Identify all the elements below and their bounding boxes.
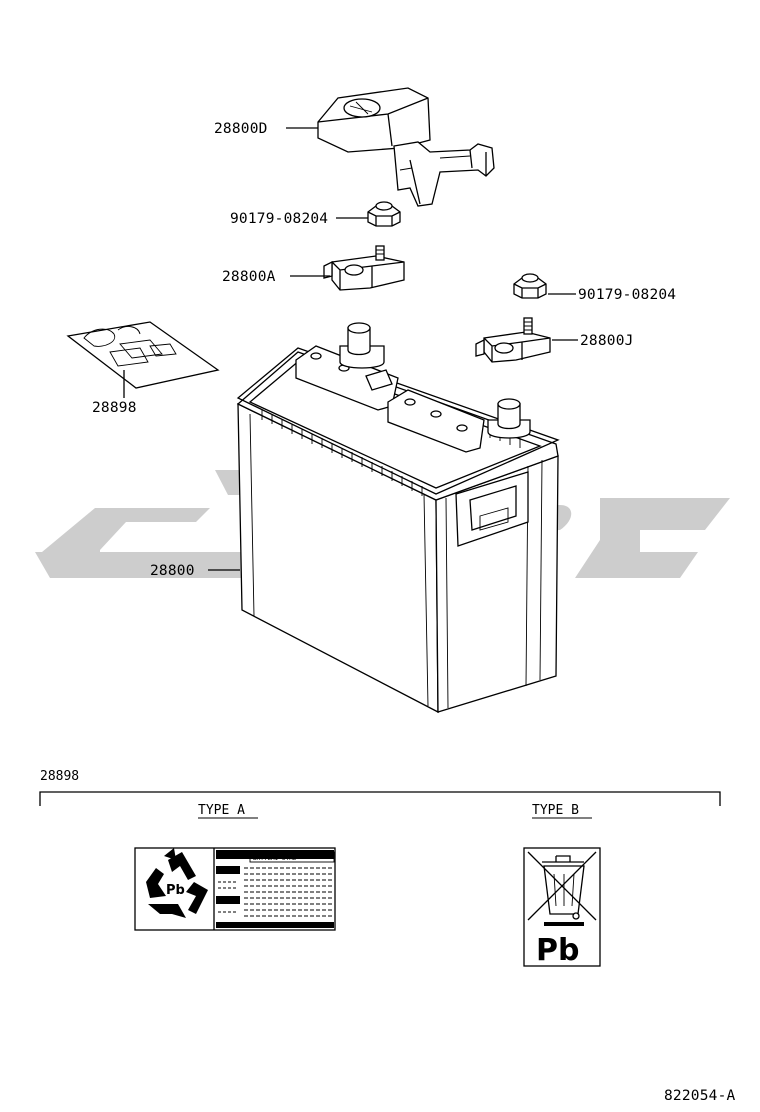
callout-nut-left: 90179-08204 xyxy=(230,211,328,227)
detail-bracket xyxy=(39,791,721,806)
type-a-label: Pb BATTERI-SYRE xyxy=(134,847,336,931)
drawing-number: 822054-A xyxy=(664,1088,736,1104)
callout-28800J: 28800J xyxy=(580,333,634,349)
nut-right-part xyxy=(513,273,547,299)
recycle-icon xyxy=(146,848,208,918)
detail-header: 28898 xyxy=(40,769,79,784)
callout-nut-right: 90179-08204 xyxy=(578,287,676,303)
type-b-title: TYPE B xyxy=(532,803,579,818)
label-b-pb-text: Pb xyxy=(536,933,579,968)
crossed-bin-icon xyxy=(527,851,597,926)
battery-part xyxy=(236,322,560,714)
warning-label-part xyxy=(66,321,220,389)
callout-28800A: 28800A xyxy=(222,269,276,285)
nut-left-part xyxy=(367,201,401,227)
type-a-title: TYPE A xyxy=(198,803,245,818)
callout-28800D: 28800D xyxy=(214,121,268,137)
label-a-pb-text: Pb xyxy=(166,883,185,898)
terminal-cover-part xyxy=(317,87,495,207)
callout-28800: 28800 xyxy=(150,563,195,579)
terminal-clamp-a-part xyxy=(323,245,405,291)
label-a-text-lines xyxy=(218,867,332,917)
label-a-title: BATTERI-SYRE xyxy=(253,855,297,862)
terminal-clamp-j-part xyxy=(475,317,551,363)
callout-28898: 28898 xyxy=(92,400,137,416)
type-b-label: Pb xyxy=(523,847,601,968)
